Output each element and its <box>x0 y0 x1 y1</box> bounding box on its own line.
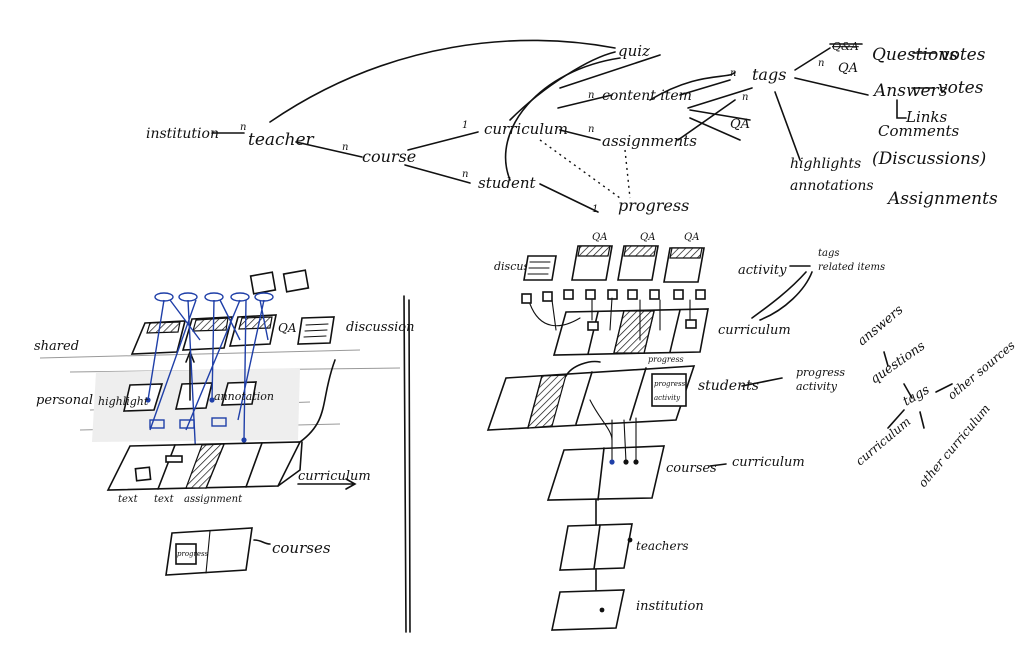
concept-map: institution teacher course curriculum st… <box>146 39 998 215</box>
label-courses: courses <box>666 461 717 476</box>
label-qa: QA <box>592 232 607 243</box>
label-text: text <box>154 494 175 505</box>
label-progress: progress <box>796 366 845 379</box>
label-qa: QA <box>278 321 297 335</box>
label-related-items: related items <box>818 262 885 273</box>
label-questions: questions <box>868 338 929 387</box>
label-annotation: annotation <box>214 390 274 403</box>
mult-label: n <box>588 90 594 101</box>
label-shared: shared <box>34 339 79 354</box>
label-discussion: discussion <box>346 320 415 335</box>
divider-line <box>403 295 407 633</box>
label-activity: activity <box>738 263 787 278</box>
label-qa: QA <box>684 232 699 243</box>
right-stack-sketch: discussion QA QA QA activity tags rel <box>486 232 885 631</box>
node-highlights: highlights <box>790 156 861 172</box>
node-student: student <box>478 174 537 192</box>
label-assignment: assignment <box>184 494 243 505</box>
label-qa: QA <box>640 232 655 243</box>
label-tags: tags <box>818 248 840 259</box>
label-students: students <box>698 378 759 394</box>
label-progress: progress <box>177 550 209 558</box>
label-other-curriculum: other curriculum <box>916 402 993 490</box>
node-quiz: quiz <box>618 42 650 60</box>
mult-label: n <box>818 58 824 69</box>
node-annotations: annotations <box>790 178 874 194</box>
node-tags: tags <box>752 65 786 84</box>
mult-label: n <box>730 68 736 79</box>
mult-label: 1 <box>462 120 468 131</box>
label-curriculum: curriculum <box>732 455 805 470</box>
label-institution: institution <box>636 599 704 614</box>
label-curriculum: curriculum <box>853 414 913 468</box>
mult-label: n <box>588 124 594 135</box>
tag-cluster: answers questions tags other sources cur… <box>853 302 1018 490</box>
label-curriculum: curriculum <box>298 469 371 484</box>
mult-label: n <box>240 122 246 133</box>
left-layer-sketch: QA discussion shared personal highlight … <box>34 269 415 576</box>
label-answers: answers <box>855 302 907 349</box>
mult-label: 1 <box>592 204 598 215</box>
list-questions: Questions <box>872 45 958 65</box>
node-qa-struck: Q&A <box>832 40 859 53</box>
node-assignments: assignments <box>602 132 697 150</box>
node-course: course <box>362 147 416 166</box>
label-progress-top: progress <box>648 355 684 364</box>
node-progress: progress <box>618 196 689 215</box>
node-qa: QA <box>838 61 858 76</box>
label-other-sources: other sources <box>945 338 1018 402</box>
list-assignments: Assignments <box>886 189 998 209</box>
label-activity-box: activity <box>654 394 681 402</box>
label-personal: personal <box>36 393 93 408</box>
list-votes: votes <box>940 45 986 65</box>
list-discussions: (Discussions) <box>872 149 986 169</box>
mult-label: n <box>342 142 348 153</box>
node-institution: institution <box>146 126 219 142</box>
label-highlight: highlight <box>98 395 149 408</box>
label-teachers: teachers <box>636 539 689 553</box>
node-qa-mid: QA <box>730 117 750 132</box>
label-activity: activity <box>796 380 838 393</box>
mult-label: n <box>742 92 748 103</box>
mult-label: n <box>462 169 468 180</box>
node-teacher: teacher <box>248 130 315 150</box>
label-curriculum: curriculum <box>718 323 791 338</box>
label-text: text <box>118 494 139 505</box>
list-votes: votes <box>938 78 984 98</box>
node-content-item: content item <box>602 88 692 104</box>
label-courses: courses <box>272 539 331 557</box>
list-answers: Answers <box>872 81 948 101</box>
list-comments: Comments <box>878 122 960 140</box>
list-links: Links <box>905 108 948 126</box>
label-progress-box: progress <box>654 380 686 388</box>
node-curriculum: curriculum <box>484 120 568 138</box>
